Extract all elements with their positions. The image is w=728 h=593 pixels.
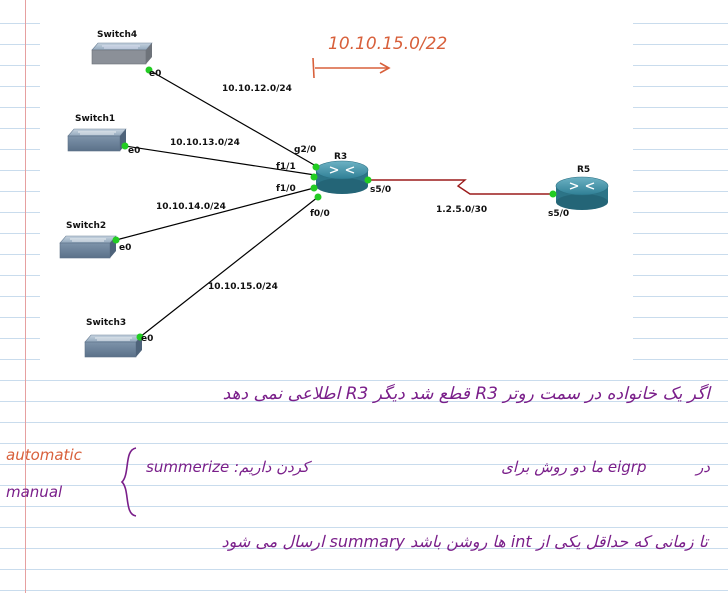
note-line-1: اگر یک خانواده در سمت روتر R3 قطع شد دیگ… [222, 384, 710, 404]
option-manual: manual [6, 483, 63, 501]
note-line-2-suffix: کردن داریم: summerize [146, 458, 309, 476]
switch1-label: Switch1 [75, 114, 116, 124]
network-label-15: 10.10.15.0/24 [208, 282, 278, 292]
note-line-3: تا زمانی که حداقل یکی از int ها روشن باش… [221, 532, 708, 551]
port-label-sw4-e0: e0 [149, 69, 162, 79]
margin-line [25, 0, 26, 593]
note-line3-a: تا زمانی که حداقل یکی از [536, 532, 708, 551]
note-line3-int: int [510, 532, 532, 551]
switch1-icon[interactable] [67, 128, 127, 152]
note-prefix-text: در [696, 458, 710, 476]
network-label-serial: 1.2.5.0/30 [436, 205, 488, 215]
r3-label: R3 [334, 152, 348, 162]
port-label-r3-f0-0: f0/0 [310, 209, 330, 219]
note-line-2: در eigrp ما دو روش برای [501, 458, 710, 476]
r3-router-icon[interactable] [315, 160, 369, 194]
port-label-r3-s5: s5/0 [370, 185, 392, 195]
topology-canvas: Switch4 Switch1 Switch2 Switch3 R3 R5 10… [40, 0, 633, 364]
note-middle-text: ما دو روش برای [501, 458, 604, 476]
network-label-14: 10.10.14.0/24 [156, 202, 226, 212]
port-label-sw2-e0: e0 [119, 243, 132, 253]
note-line3-summary: summary [329, 532, 405, 551]
r5-router-icon[interactable] [555, 176, 609, 210]
network-label-12: 10.10.12.0/24 [222, 84, 292, 94]
note-suffix-text: کردن داریم: [234, 458, 310, 476]
link-serial-r3-r5 [368, 179, 553, 195]
switch3-icon[interactable] [84, 334, 143, 358]
switch3-label: Switch3 [86, 318, 127, 328]
link-switch3-r3 [139, 196, 319, 338]
switch4-label: Switch4 [97, 30, 138, 40]
switch4-icon[interactable] [91, 42, 153, 65]
network-label-13: 10.10.13.0/24 [170, 138, 240, 148]
port-label-r3-g2: g2/0 [294, 145, 317, 155]
link-switch4-r3 [148, 69, 317, 167]
port-label-sw1-e0: e0 [128, 146, 141, 156]
switch2-label: Switch2 [66, 221, 107, 231]
switch2-icon[interactable] [59, 235, 117, 259]
note-summerize-text: summerize [146, 458, 230, 476]
note-eigrp-text: eigrp [607, 458, 647, 476]
r5-label: R5 [577, 165, 591, 175]
arrow-icon [312, 57, 391, 79]
port-indicators [112, 66, 557, 341]
port-label-r5-s5: s5/0 [548, 209, 570, 219]
note-line3-b: ها روشن باشد [410, 532, 506, 551]
note-line3-c: ارسال می شود [221, 532, 325, 551]
port-label-r3-f1-1: f1/1 [276, 162, 296, 172]
link-switch2-r3 [115, 187, 315, 241]
summary-route-annotation: 10.10.15.0/22 [328, 34, 448, 54]
brace-icon [120, 447, 137, 517]
port-label-sw3-e0: e0 [141, 334, 154, 344]
option-automatic: automatic [6, 446, 82, 464]
topology-diagram [59, 42, 609, 358]
port-label-r3-f1-0: f1/0 [276, 184, 296, 194]
link-switch1-r3 [124, 145, 316, 176]
